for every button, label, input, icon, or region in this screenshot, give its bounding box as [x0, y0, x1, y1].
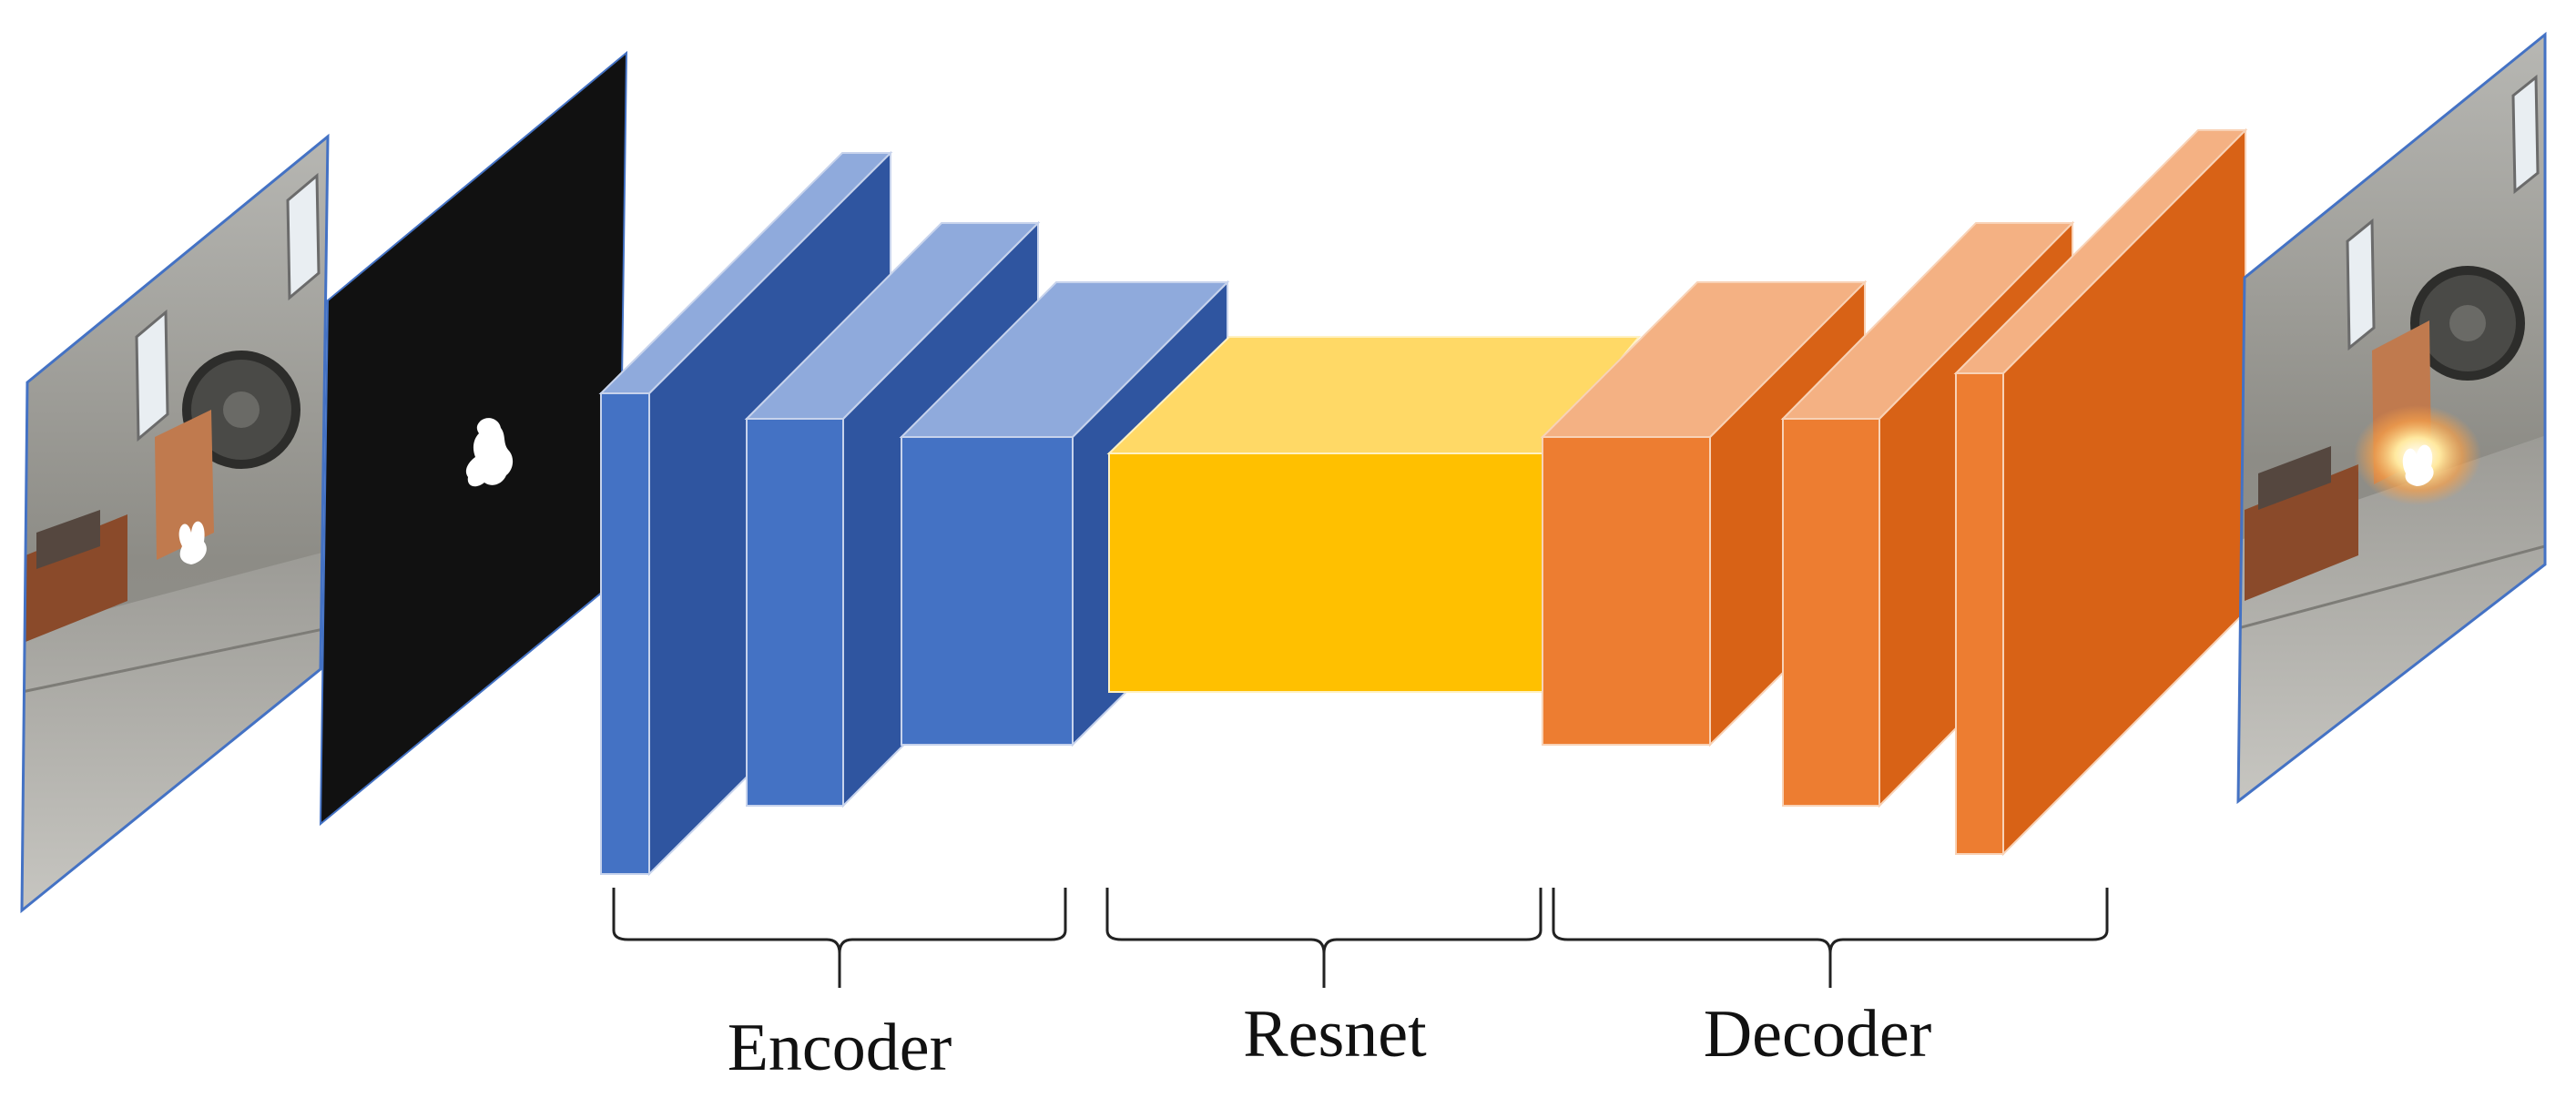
- fire-icon: [2402, 444, 2434, 486]
- encoder-brace: [612, 888, 1067, 988]
- output-photo: [2236, 31, 2547, 805]
- window-icon: [2346, 74, 2540, 351]
- decoder-block-3: [1953, 127, 2248, 857]
- decoder-brace: [1552, 888, 2109, 988]
- machinery-icon: [25, 351, 300, 642]
- resnet-block: [1106, 336, 1642, 693]
- mask-image: [319, 50, 628, 827]
- window-icon: [135, 172, 321, 442]
- resnet-label: Resnet: [1243, 997, 1427, 1072]
- encoder-label: Encoder: [728, 1011, 952, 1085]
- resnet-brace: [1105, 888, 1543, 988]
- decoder-label: Decoder: [1704, 997, 1932, 1072]
- input-photo: [20, 133, 330, 914]
- machinery-icon: [2245, 266, 2525, 601]
- mask-blob: [465, 418, 514, 487]
- fire-icon: [178, 521, 207, 564]
